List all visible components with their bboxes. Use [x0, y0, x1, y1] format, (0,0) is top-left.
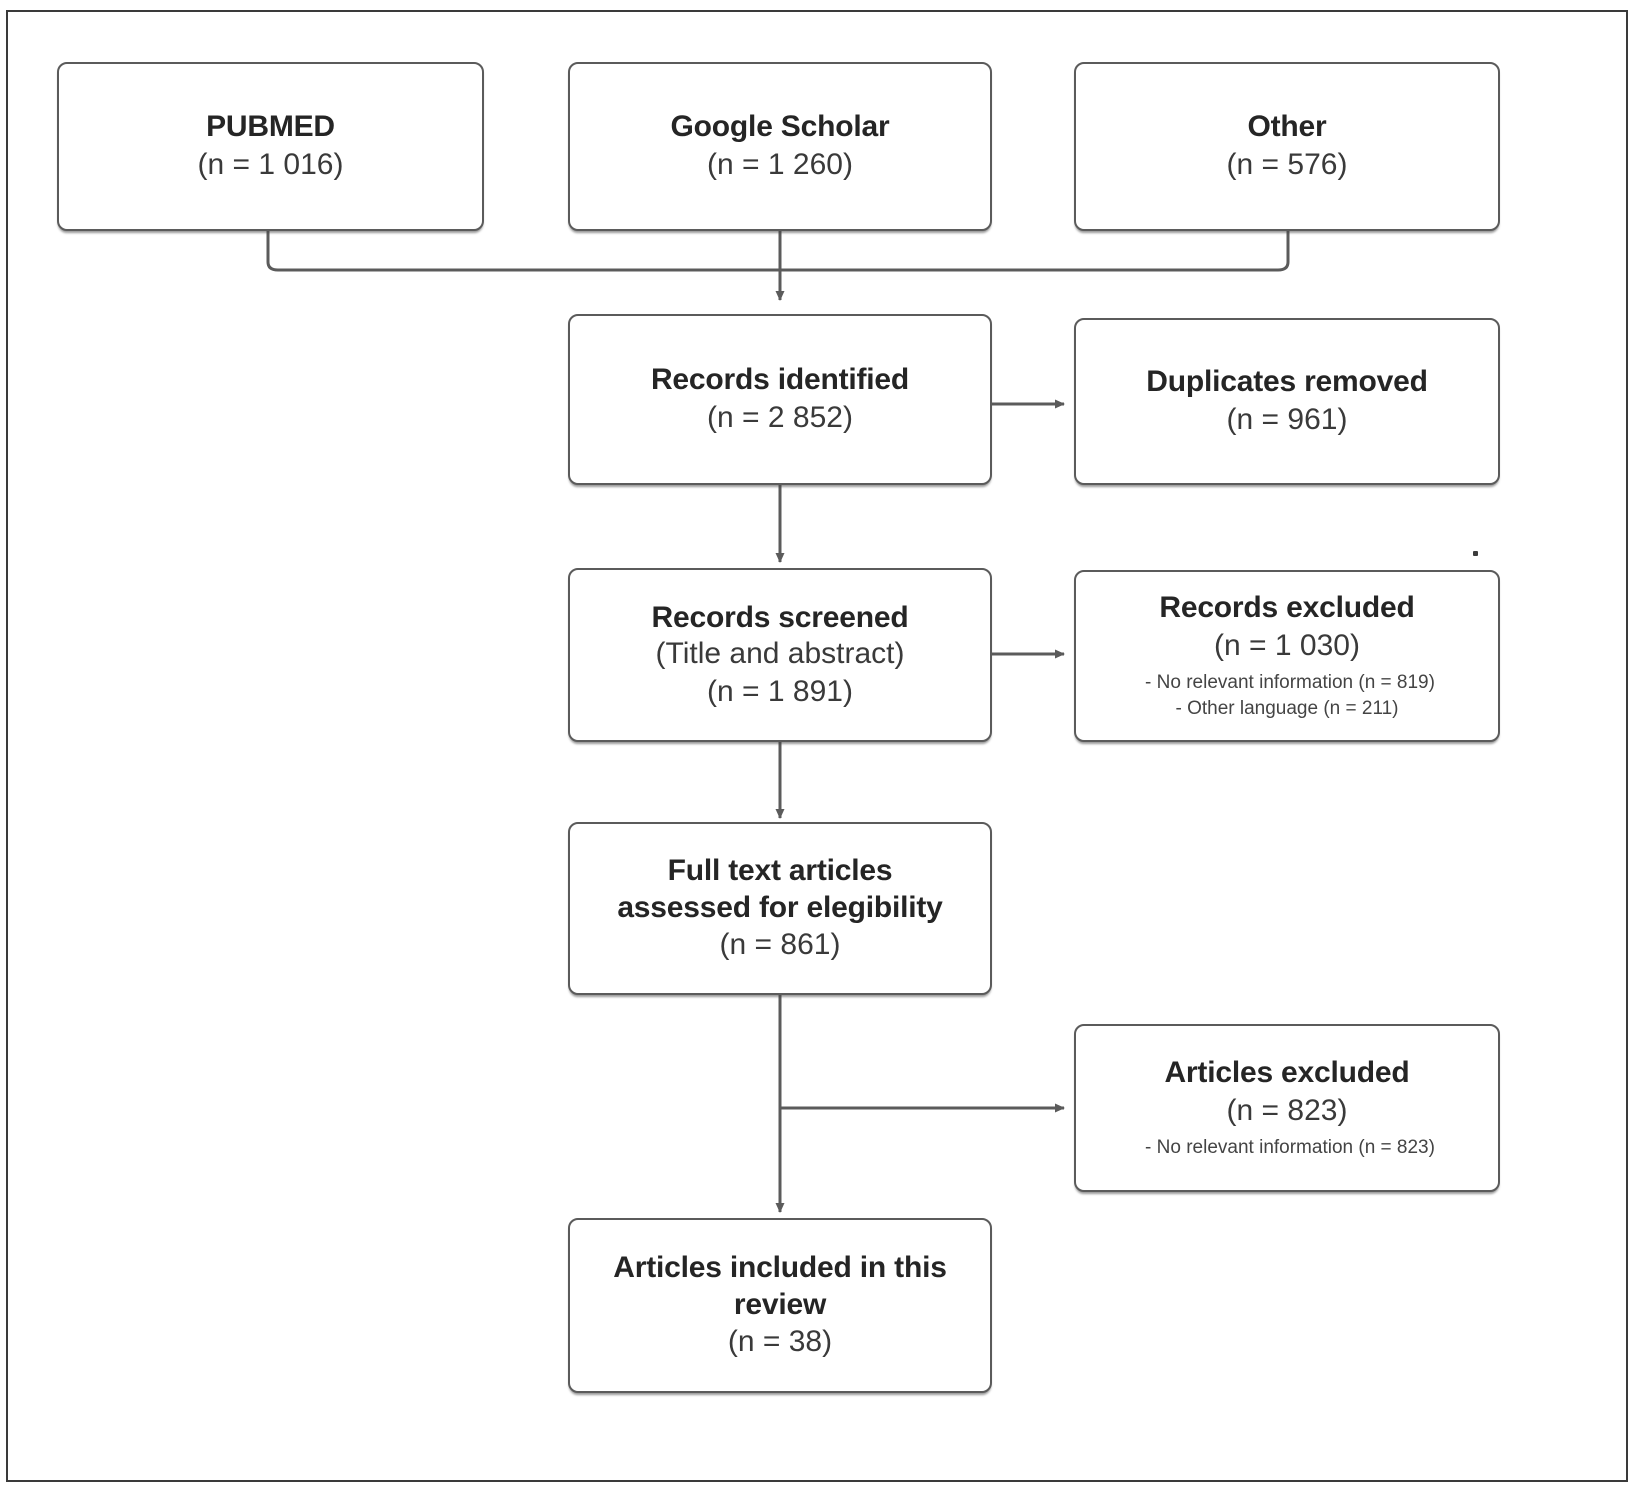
node-title: PUBMED [206, 110, 335, 144]
exclusion-reason: - Other language (n = 211) [1175, 698, 1399, 720]
exclusion-reason-list: - No relevant information (n = 819) - Ot… [1139, 670, 1435, 721]
node-title-line2: assessed for elegibility [617, 890, 943, 924]
node-count: (n = 1 891) [707, 674, 853, 708]
node-count: (n = 1 260) [707, 148, 853, 182]
node-title: Duplicates removed [1146, 365, 1428, 399]
node-records-excluded[interactable]: Records excluded (n = 1 030) - No releva… [1074, 570, 1500, 742]
exclusion-reason: - No relevant information (n = 823) [1145, 1137, 1435, 1159]
node-count: (n = 576) [1226, 148, 1348, 182]
node-count: (n = 823) [1226, 1093, 1348, 1127]
node-source-other[interactable]: Other (n = 576) [1074, 62, 1500, 231]
node-articles-excluded[interactable]: Articles excluded (n = 823) - No relevan… [1074, 1024, 1500, 1192]
node-title-line1: Full text articles [667, 854, 893, 888]
node-records-identified[interactable]: Records identified (n = 2 852) [568, 314, 992, 485]
node-count: (n = 1 016) [197, 148, 344, 182]
node-articles-included[interactable]: Articles included in this review (n = 38… [568, 1218, 992, 1393]
node-source-pubmed[interactable]: PUBMED (n = 1 016) [57, 62, 484, 231]
node-count: (n = 861) [719, 928, 841, 962]
node-fulltext-assessed[interactable]: Full text articles assessed for elegibil… [568, 822, 992, 995]
exclusion-reason-list: - No relevant information (n = 823) [1139, 1135, 1435, 1161]
node-title: Other [1247, 110, 1327, 144]
node-title: Records excluded [1159, 591, 1415, 625]
node-count: (n = 1 030) [1214, 628, 1360, 662]
node-records-screened[interactable]: Records screened (Title and abstract) (n… [568, 568, 992, 742]
node-count: (n = 38) [727, 1325, 833, 1359]
scan-speck-artifact [1473, 551, 1478, 556]
node-title: Google Scholar [670, 110, 890, 144]
node-count: (n = 961) [1226, 403, 1348, 437]
node-subtitle: (Title and abstract) [655, 637, 905, 671]
node-title-line2: review [733, 1287, 827, 1321]
node-title: Records screened [651, 600, 909, 634]
node-title: Articles excluded [1164, 1056, 1410, 1090]
node-count: (n = 2 852) [707, 401, 853, 435]
node-source-google-scholar[interactable]: Google Scholar (n = 1 260) [568, 62, 992, 231]
exclusion-reason: - No relevant information (n = 819) [1145, 672, 1435, 694]
node-duplicates-removed[interactable]: Duplicates removed (n = 961) [1074, 318, 1500, 485]
node-title-line1: Articles included in this [613, 1251, 947, 1285]
node-title: Records identified [650, 363, 910, 397]
